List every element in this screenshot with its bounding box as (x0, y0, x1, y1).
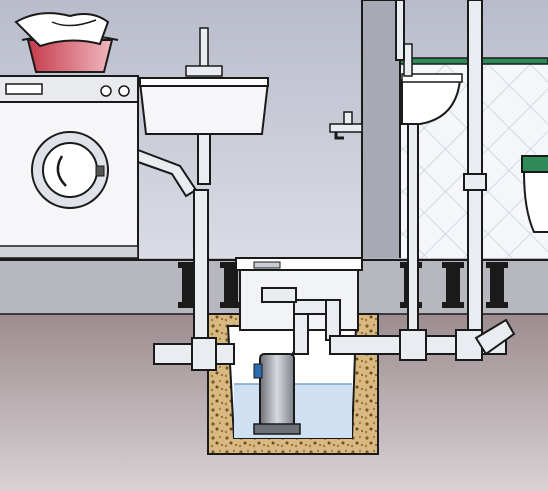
washing-machine-icon (0, 76, 138, 258)
partition-wall (362, 0, 400, 262)
